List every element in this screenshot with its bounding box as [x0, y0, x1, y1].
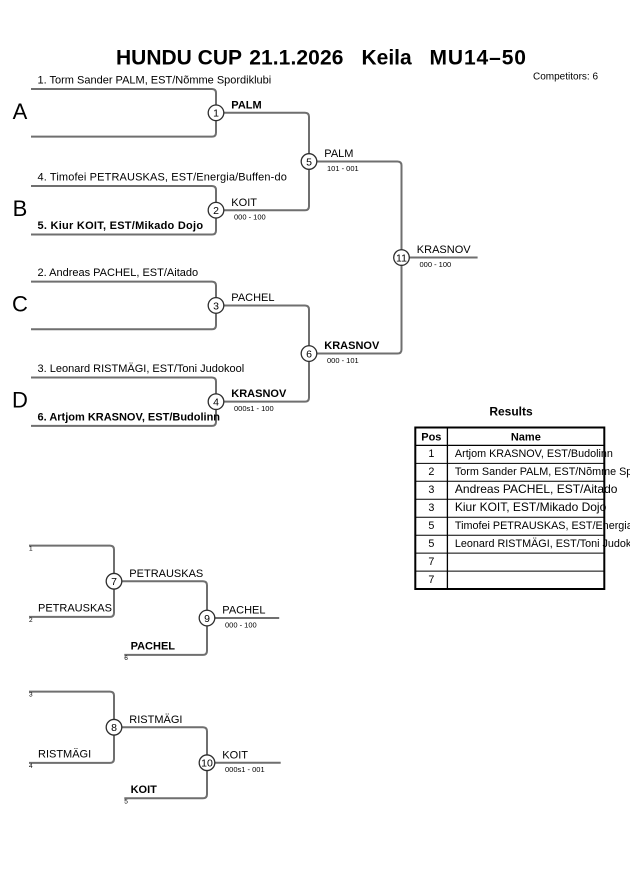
svg-text:000s1 - 001: 000s1 - 001: [225, 765, 265, 774]
svg-text:000 - 100: 000 - 100: [420, 260, 452, 269]
svg-text:KRASNOV: KRASNOV: [324, 340, 380, 352]
svg-text:11: 11: [396, 252, 407, 264]
svg-text:A: A: [13, 99, 28, 124]
svg-text:PACHEL: PACHEL: [231, 292, 274, 304]
svg-text:7: 7: [428, 574, 434, 586]
svg-text:000 - 101: 000 - 101: [327, 356, 359, 365]
svg-text:B: B: [13, 196, 28, 221]
svg-text:9: 9: [204, 613, 210, 625]
svg-text:2: 2: [428, 466, 434, 478]
svg-text:10: 10: [201, 758, 213, 770]
svg-text:6: 6: [124, 655, 128, 662]
svg-text:4: 4: [29, 763, 33, 770]
svg-text:Kiur KOIT, EST/Mikado Dojo: Kiur KOIT, EST/Mikado Dojo: [455, 500, 607, 514]
svg-text:1: 1: [213, 108, 219, 120]
svg-text:3: 3: [29, 692, 33, 699]
svg-text:5: 5: [428, 538, 434, 550]
svg-text:PALM: PALM: [324, 148, 353, 160]
svg-text:5. Kiur KOIT, EST/Mikado Dojo: 5. Kiur KOIT, EST/Mikado Dojo: [38, 220, 204, 232]
svg-text:3: 3: [428, 502, 434, 514]
svg-text:7: 7: [428, 556, 434, 568]
svg-text:3: 3: [428, 484, 434, 496]
svg-text:7: 7: [111, 576, 117, 588]
svg-text:KOIT: KOIT: [231, 197, 257, 209]
svg-text:PALM: PALM: [231, 99, 261, 111]
svg-text:2: 2: [29, 617, 33, 624]
svg-text:000 - 100: 000 - 100: [225, 620, 257, 629]
svg-text:Results: Results: [489, 405, 533, 419]
svg-text:Pos: Pos: [421, 432, 441, 444]
svg-text:1. Torm Sander PALM, EST/Nõmme: 1. Torm Sander PALM, EST/Nõmme Spordiklu…: [38, 75, 272, 87]
svg-text:Torm Sander PALM, EST/Nõmme Sp: Torm Sander PALM, EST/Nõmme Spordiklubi: [455, 466, 630, 478]
svg-text:Competitors: 6: Competitors: 6: [533, 71, 598, 82]
svg-text:PETRAUSKAS: PETRAUSKAS: [38, 602, 112, 614]
svg-text:RISTMÄGI: RISTMÄGI: [129, 714, 182, 726]
svg-text:PACHEL: PACHEL: [131, 640, 176, 652]
svg-text:Leonard RISTMÄGI, EST/Toni Jud: Leonard RISTMÄGI, EST/Toni Judokool: [455, 538, 630, 550]
svg-text:4. Timofei PETRAUSKAS, EST/Ene: 4. Timofei PETRAUSKAS, EST/Energia/Buffe…: [38, 172, 287, 184]
svg-text:000s1 - 100: 000s1 - 100: [234, 404, 274, 413]
svg-text:2. Andreas PACHEL, EST/Aitado: 2. Andreas PACHEL, EST/Aitado: [38, 267, 199, 279]
svg-text:KRASNOV: KRASNOV: [231, 388, 287, 400]
svg-text:D: D: [12, 388, 28, 413]
svg-text:3. Leonard RISTMÄGI, EST/Toni: 3. Leonard RISTMÄGI, EST/Toni Judokool: [38, 363, 245, 375]
svg-text:6. Artjom KRASNOV, EST/Budolin: 6. Artjom KRASNOV, EST/Budolinn: [38, 411, 221, 423]
svg-text:000 - 100: 000 - 100: [234, 212, 266, 221]
svg-text:Artjom KRASNOV, EST/Budolinn: Artjom KRASNOV, EST/Budolinn: [455, 448, 613, 460]
svg-text:Timofei PETRAUSKAS, EST/Energi: Timofei PETRAUSKAS, EST/Energia/Buffen-d…: [455, 520, 630, 532]
svg-text:RISTMÄGI: RISTMÄGI: [38, 748, 91, 760]
svg-text:PETRAUSKAS: PETRAUSKAS: [129, 568, 203, 580]
svg-text:5: 5: [306, 156, 312, 168]
svg-text:5: 5: [428, 520, 434, 532]
svg-text:5: 5: [124, 798, 128, 805]
svg-text:KOIT: KOIT: [131, 784, 158, 796]
svg-text:101 - 001: 101 - 001: [327, 164, 359, 173]
svg-text:4: 4: [213, 397, 219, 409]
svg-text:6: 6: [306, 348, 312, 360]
svg-text:3: 3: [213, 300, 219, 312]
svg-text:KOIT: KOIT: [222, 749, 248, 761]
svg-text:1: 1: [428, 448, 434, 460]
svg-text:C: C: [12, 291, 28, 316]
svg-text:8: 8: [111, 722, 117, 734]
svg-text:PACHEL: PACHEL: [222, 605, 265, 617]
svg-text:Andreas PACHEL, EST/Aitado: Andreas PACHEL, EST/Aitado: [455, 482, 618, 496]
svg-text:1: 1: [29, 546, 33, 553]
svg-text:Name: Name: [511, 432, 541, 444]
svg-text:KRASNOV: KRASNOV: [417, 244, 471, 256]
svg-text:2: 2: [213, 205, 219, 217]
